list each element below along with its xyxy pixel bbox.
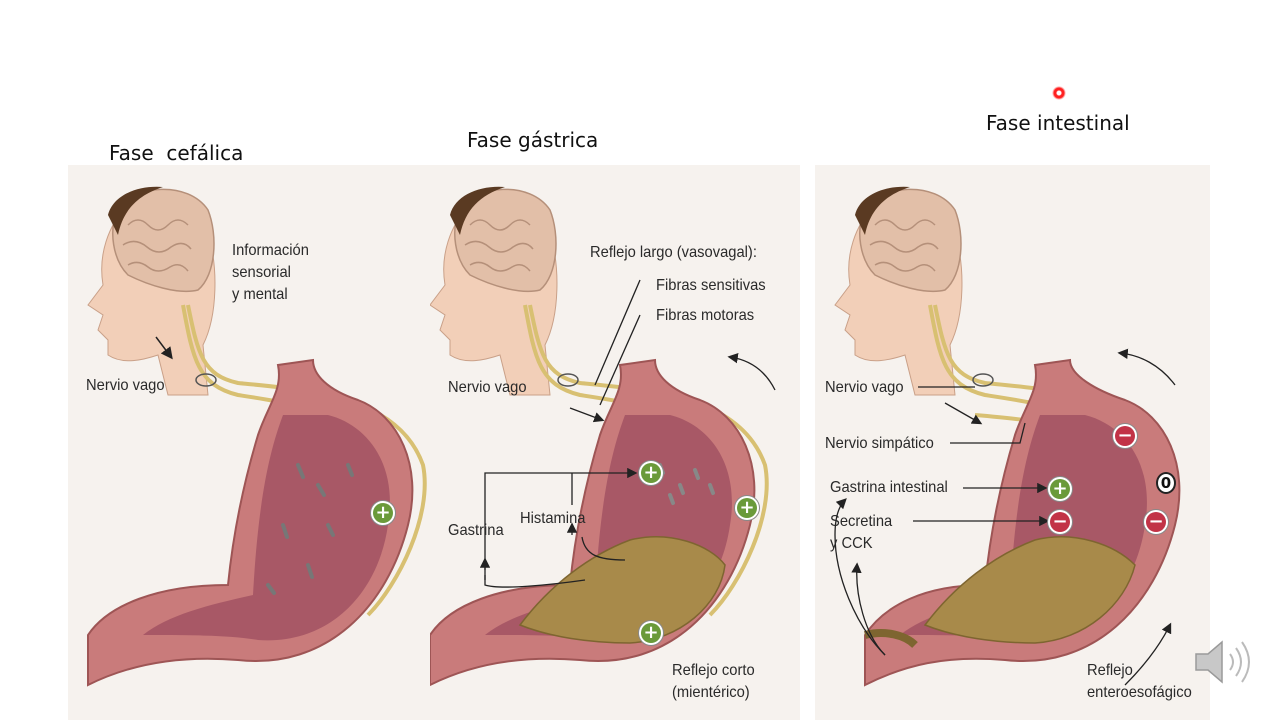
chyme-illustration [518, 536, 726, 644]
histamine-label: Histamina [520, 510, 586, 527]
head-illustration [87, 186, 216, 396]
motility-minus-sign: − [1146, 512, 1166, 532]
short-reflex-plus-sign: + [641, 623, 661, 643]
nerve-ring [195, 373, 217, 387]
laser-pointer-icon [1052, 86, 1066, 100]
cephalic-phase-title: Fase cefálica [109, 141, 244, 165]
cephalic-illustration [87, 186, 427, 687]
gastric-phase-title: Fase gástrica [467, 128, 599, 152]
vagus-nerve-label: Nervio vago [448, 379, 527, 396]
intestinal-gastrin-label: Gastrina intestinal [830, 479, 948, 496]
intestinal-phase-title: Fase intestinal [986, 111, 1130, 135]
gastric-phase-panel: Reflejo largo (vasovagal): Fibras sensit… [430, 165, 800, 720]
speaker-icon[interactable] [1190, 632, 1260, 697]
stomach-illustration [87, 358, 414, 687]
chyme-illustration [923, 536, 1136, 644]
enterogastric-reflex-label: Reflejo enteroesofágico [1087, 662, 1192, 701]
intestinal-phase-panel: Nervio vago Nervio simpático Gastrina in… [815, 165, 1210, 720]
short-reflex-label: Reflejo corto (mientérico) [672, 662, 755, 701]
intestinal-illustration [834, 186, 1181, 687]
sensory-fibers-label: Fibras sensitivas [656, 277, 766, 294]
secretin-cck-label: Secretina y CCK [830, 513, 893, 552]
neutral-zero-sign: 0 [1156, 472, 1176, 494]
secretin-cck-minus-sign: − [1050, 512, 1070, 532]
head-illustration [834, 186, 963, 396]
vagus-nerve-label: Nervio vago [86, 377, 165, 394]
gastric-illustration [430, 186, 776, 687]
cephalic-phase-panel: Información sensorial y mental Nervio va… [68, 165, 438, 720]
head-illustration [430, 186, 558, 396]
vagal-inhibition-minus-sign: − [1115, 426, 1135, 446]
stimulation-plus-sign: + [373, 503, 393, 523]
stomach-illustration [864, 358, 1181, 687]
motor-fibers-label: Fibras motoras [656, 307, 755, 324]
intestinal-gastrin-plus-sign: + [1050, 479, 1070, 499]
vagus-nerve-label: Nervio vago [825, 379, 904, 396]
long-reflex-label: Reflejo largo (vasovagal): [590, 244, 757, 261]
sympathetic-nerve-label: Nervio simpático [825, 435, 934, 452]
gastrin-label: Gastrina [448, 522, 504, 539]
stimulation-plus-sign: + [737, 498, 757, 518]
sensory-mental-info-label: Información sensorial y mental [232, 242, 309, 303]
histamine-plus-sign: + [641, 463, 661, 483]
